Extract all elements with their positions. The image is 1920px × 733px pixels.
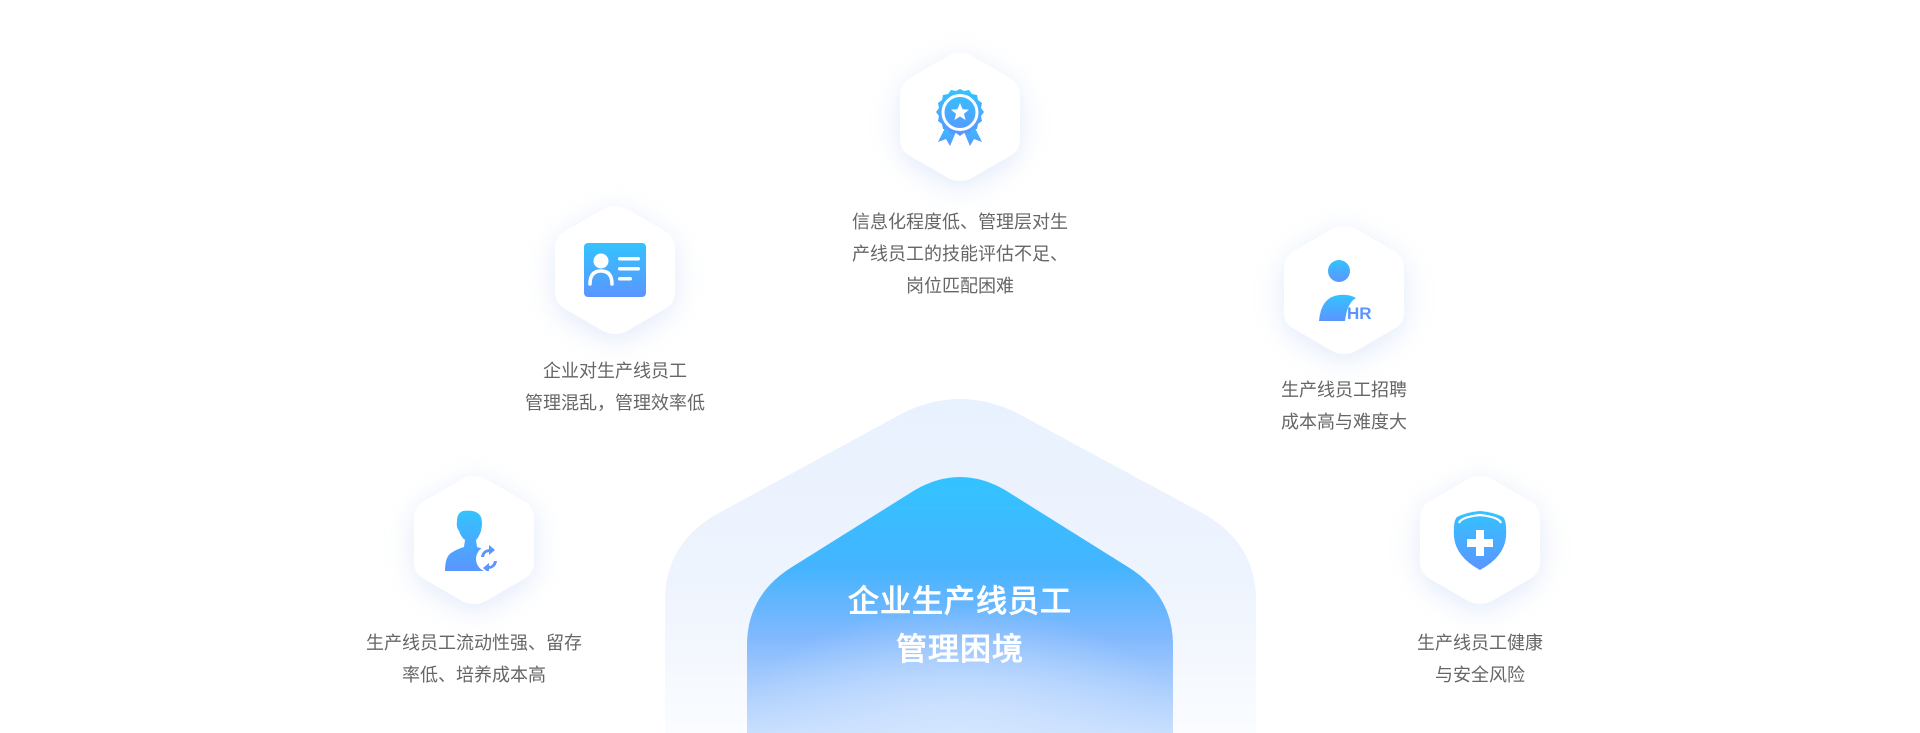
center-title: 企业生产线员工 管理困境 xyxy=(760,578,1160,674)
shield-plus-icon xyxy=(1453,511,1507,570)
node-top-badge xyxy=(898,51,1022,183)
center-title-line-1: 企业生产线员工 xyxy=(848,584,1072,620)
node-upper-right-badge: HR xyxy=(1282,224,1406,356)
node-upper-left-badge xyxy=(553,204,677,336)
node-lower-left-badge xyxy=(412,474,536,606)
node-upper-left-label: 企业对生产线员工 管理混乱，管理效率低 xyxy=(525,361,705,414)
hr-person-icon: HR xyxy=(1319,260,1372,321)
node-lower-left-label: 生产线员工流动性强、留存 率低、培养成本高 xyxy=(366,633,582,686)
center-title-line-2: 管理困境 xyxy=(896,632,1024,668)
svg-text:HR: HR xyxy=(1347,304,1372,321)
award-ribbon-star-icon xyxy=(936,89,984,146)
id-card-icon xyxy=(584,243,646,297)
node-lower-right-badge xyxy=(1418,474,1542,606)
person-refresh-icon xyxy=(445,510,502,571)
node-lower-right-label: 生产线员工健康 与安全风险 xyxy=(1417,633,1543,686)
node-upper-right-label: 生产线员工招聘 成本高与难度大 xyxy=(1281,380,1407,433)
node-top-label: 信息化程度低、管理层对生 产线员工的技能评估不足、 岗位匹配困难 xyxy=(852,212,1068,297)
outer-hexagon xyxy=(665,399,1256,733)
